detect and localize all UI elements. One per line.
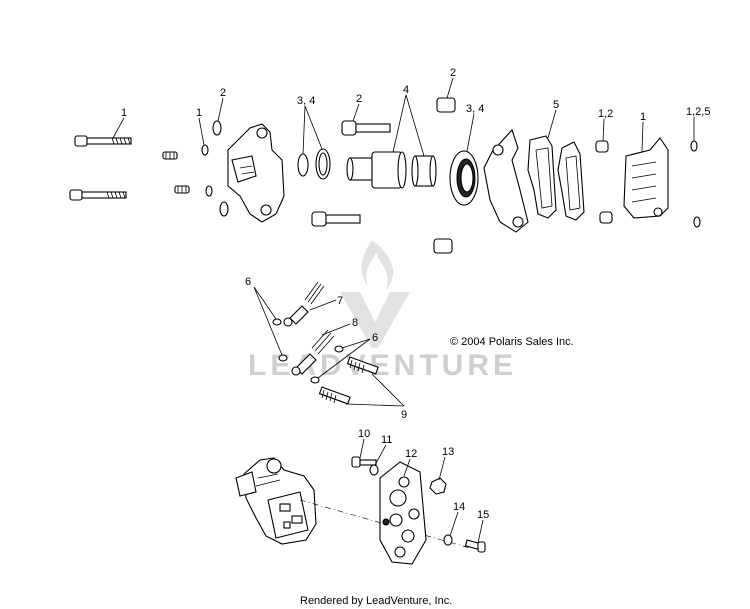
leader-lines-top bbox=[112, 77, 695, 157]
brake-disc-shield-12 bbox=[379, 461, 427, 565]
brake-pad-outer bbox=[557, 141, 585, 221]
watermark-logo bbox=[340, 240, 410, 348]
washer-1-2-5-top bbox=[690, 140, 698, 152]
bleeder-screw-bottom bbox=[174, 185, 190, 194]
brake-line-upper bbox=[283, 281, 325, 327]
piston-cup bbox=[411, 155, 437, 187]
crush-washer-right-a bbox=[334, 345, 344, 353]
brake-pad-inner bbox=[527, 135, 557, 219]
piston-stepped bbox=[346, 151, 407, 189]
callout-14: 14 bbox=[453, 501, 465, 513]
bolt-15 bbox=[464, 539, 486, 553]
slide-pin-bottom bbox=[311, 211, 361, 227]
callout-1-washer: 1 bbox=[196, 107, 202, 119]
callout-1-2-bushing: 1,2 bbox=[598, 108, 613, 120]
washer-2-bottom bbox=[219, 201, 229, 217]
centerline bbox=[299, 499, 471, 549]
bushing-top bbox=[436, 97, 456, 113]
caliper-assembly-complete bbox=[235, 457, 317, 545]
bolt-10 bbox=[351, 456, 377, 468]
callout-10: 10 bbox=[358, 428, 370, 440]
bushing-1-2-bottom bbox=[599, 211, 613, 224]
washer-small-a bbox=[201, 144, 209, 156]
bleeder-screw-top bbox=[162, 151, 178, 160]
caliper-body-outboard bbox=[623, 137, 669, 219]
callout-2-bushing: 2 bbox=[450, 67, 456, 79]
callout-3-4-piston: 3, 4 bbox=[466, 103, 484, 115]
callout-6-right: 6 bbox=[372, 332, 378, 344]
bushing-bottom bbox=[433, 238, 453, 254]
callout-13: 13 bbox=[442, 446, 454, 458]
callout-2-pin: 2 bbox=[356, 93, 362, 105]
bushing-1-2-top bbox=[595, 140, 609, 153]
slide-pin-top bbox=[341, 120, 391, 136]
banjo-bolt-lower bbox=[318, 386, 351, 405]
banjo-bolt-upper bbox=[346, 356, 379, 375]
seal-small bbox=[297, 153, 309, 177]
callout-4-pistons: 4 bbox=[403, 84, 409, 96]
bolt-long-top bbox=[74, 135, 132, 147]
caliper-body-inboard bbox=[227, 123, 285, 223]
crush-washer-upper bbox=[272, 318, 282, 326]
callout-11: 11 bbox=[381, 434, 392, 446]
watermark-text: LEADVENTURE bbox=[248, 349, 517, 382]
washer-11 bbox=[369, 464, 379, 476]
callout-7: 7 bbox=[337, 295, 343, 307]
callout-3-4-seals: 3, 4 bbox=[297, 95, 315, 107]
callout-1-2-5: 1,2,5 bbox=[686, 106, 710, 118]
footer-credit: Rendered by LeadVenture, Inc. bbox=[300, 595, 452, 607]
callout-12: 12 bbox=[405, 448, 417, 460]
copyright-notice: © 2004 Polaris Sales Inc. bbox=[450, 336, 574, 348]
callout-1-bolt: 1 bbox=[121, 107, 127, 119]
callout-6-top: 6 bbox=[245, 276, 251, 288]
callout-5-pads: 5 bbox=[553, 99, 559, 111]
leader-lines-bottom bbox=[359, 438, 484, 544]
callout-2-washer: 2 bbox=[220, 87, 226, 99]
washer-1-2-5-bottom bbox=[693, 216, 701, 228]
callout-15: 15 bbox=[477, 509, 489, 521]
brake-line-lower bbox=[291, 329, 335, 376]
bolt-long-bottom bbox=[69, 189, 127, 201]
seal-large-inner bbox=[318, 152, 328, 176]
nut-13 bbox=[429, 477, 447, 495]
washer-small-b bbox=[205, 185, 213, 197]
crush-washer-right-b bbox=[310, 376, 320, 384]
crush-washer-lower bbox=[278, 354, 288, 362]
piston-ring-3-4 bbox=[449, 150, 479, 206]
callout-1-caliper: 1 bbox=[640, 111, 646, 123]
callout-9: 9 bbox=[401, 409, 407, 421]
washer-2-top bbox=[212, 120, 222, 136]
pad-bracket bbox=[483, 128, 529, 233]
leader-lines-middle bbox=[253, 286, 405, 407]
callout-8: 8 bbox=[352, 317, 358, 329]
washer-14 bbox=[443, 534, 453, 546]
